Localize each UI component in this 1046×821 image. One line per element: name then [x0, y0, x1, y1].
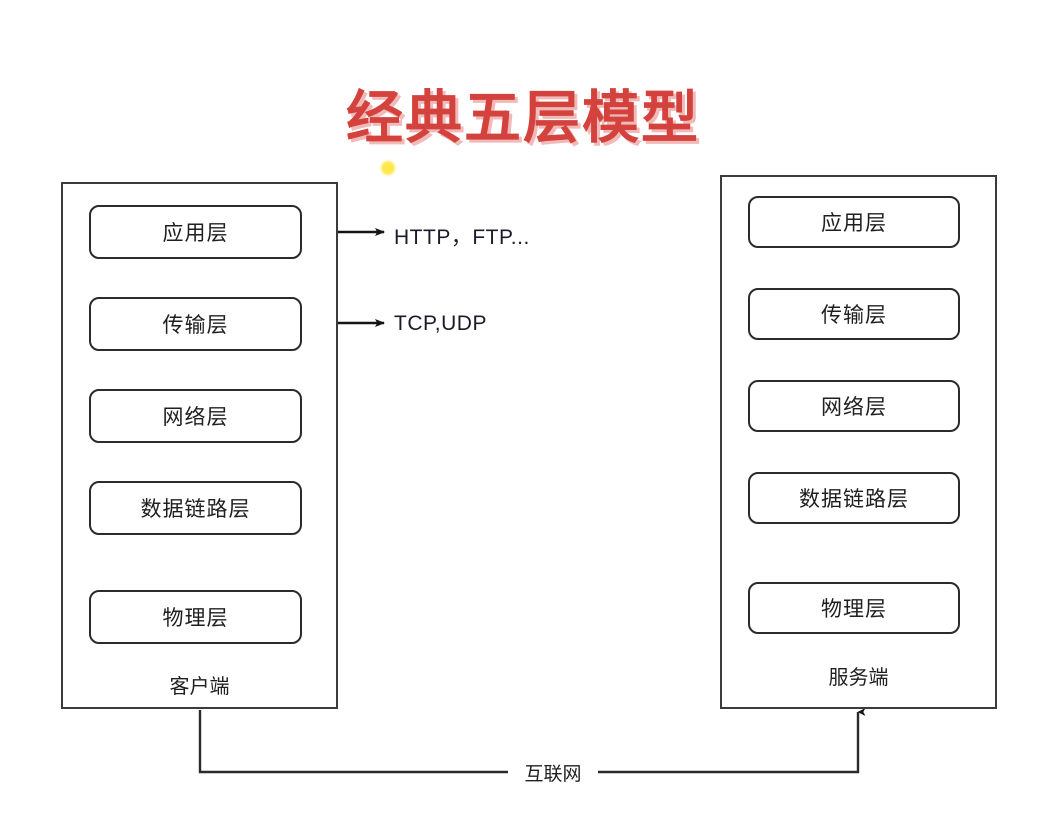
client-layer-transport[interactable]: 传输层 [89, 297, 302, 351]
internet-link-label: 互联网 [508, 759, 598, 786]
server-caption: 服务端 [828, 667, 889, 689]
client-layer-datalink[interactable]: 数据链路层 [89, 481, 302, 535]
client-caption: 客户端 [169, 676, 230, 698]
server-layer-transport[interactable]: 传输层 [748, 288, 960, 340]
server-layer-network[interactable]: 网络层 [748, 380, 960, 432]
diagram-title: 经典五层模型 [346, 86, 700, 150]
server-layer-datalink[interactable]: 数据链路层 [748, 472, 960, 524]
client-layer-application[interactable]: 应用层 [89, 205, 302, 259]
client-layer-physical[interactable]: 物理层 [89, 590, 302, 644]
yellow-dot-decoration [381, 161, 395, 175]
server-layer-application[interactable]: 应用层 [748, 196, 960, 248]
protocol-label-transport: TCP,UDP [394, 312, 487, 335]
protocol-label-application: HTTP，FTP... [394, 226, 530, 249]
server-layer-physical[interactable]: 物理层 [748, 582, 960, 634]
client-layer-network[interactable]: 网络层 [89, 389, 302, 443]
